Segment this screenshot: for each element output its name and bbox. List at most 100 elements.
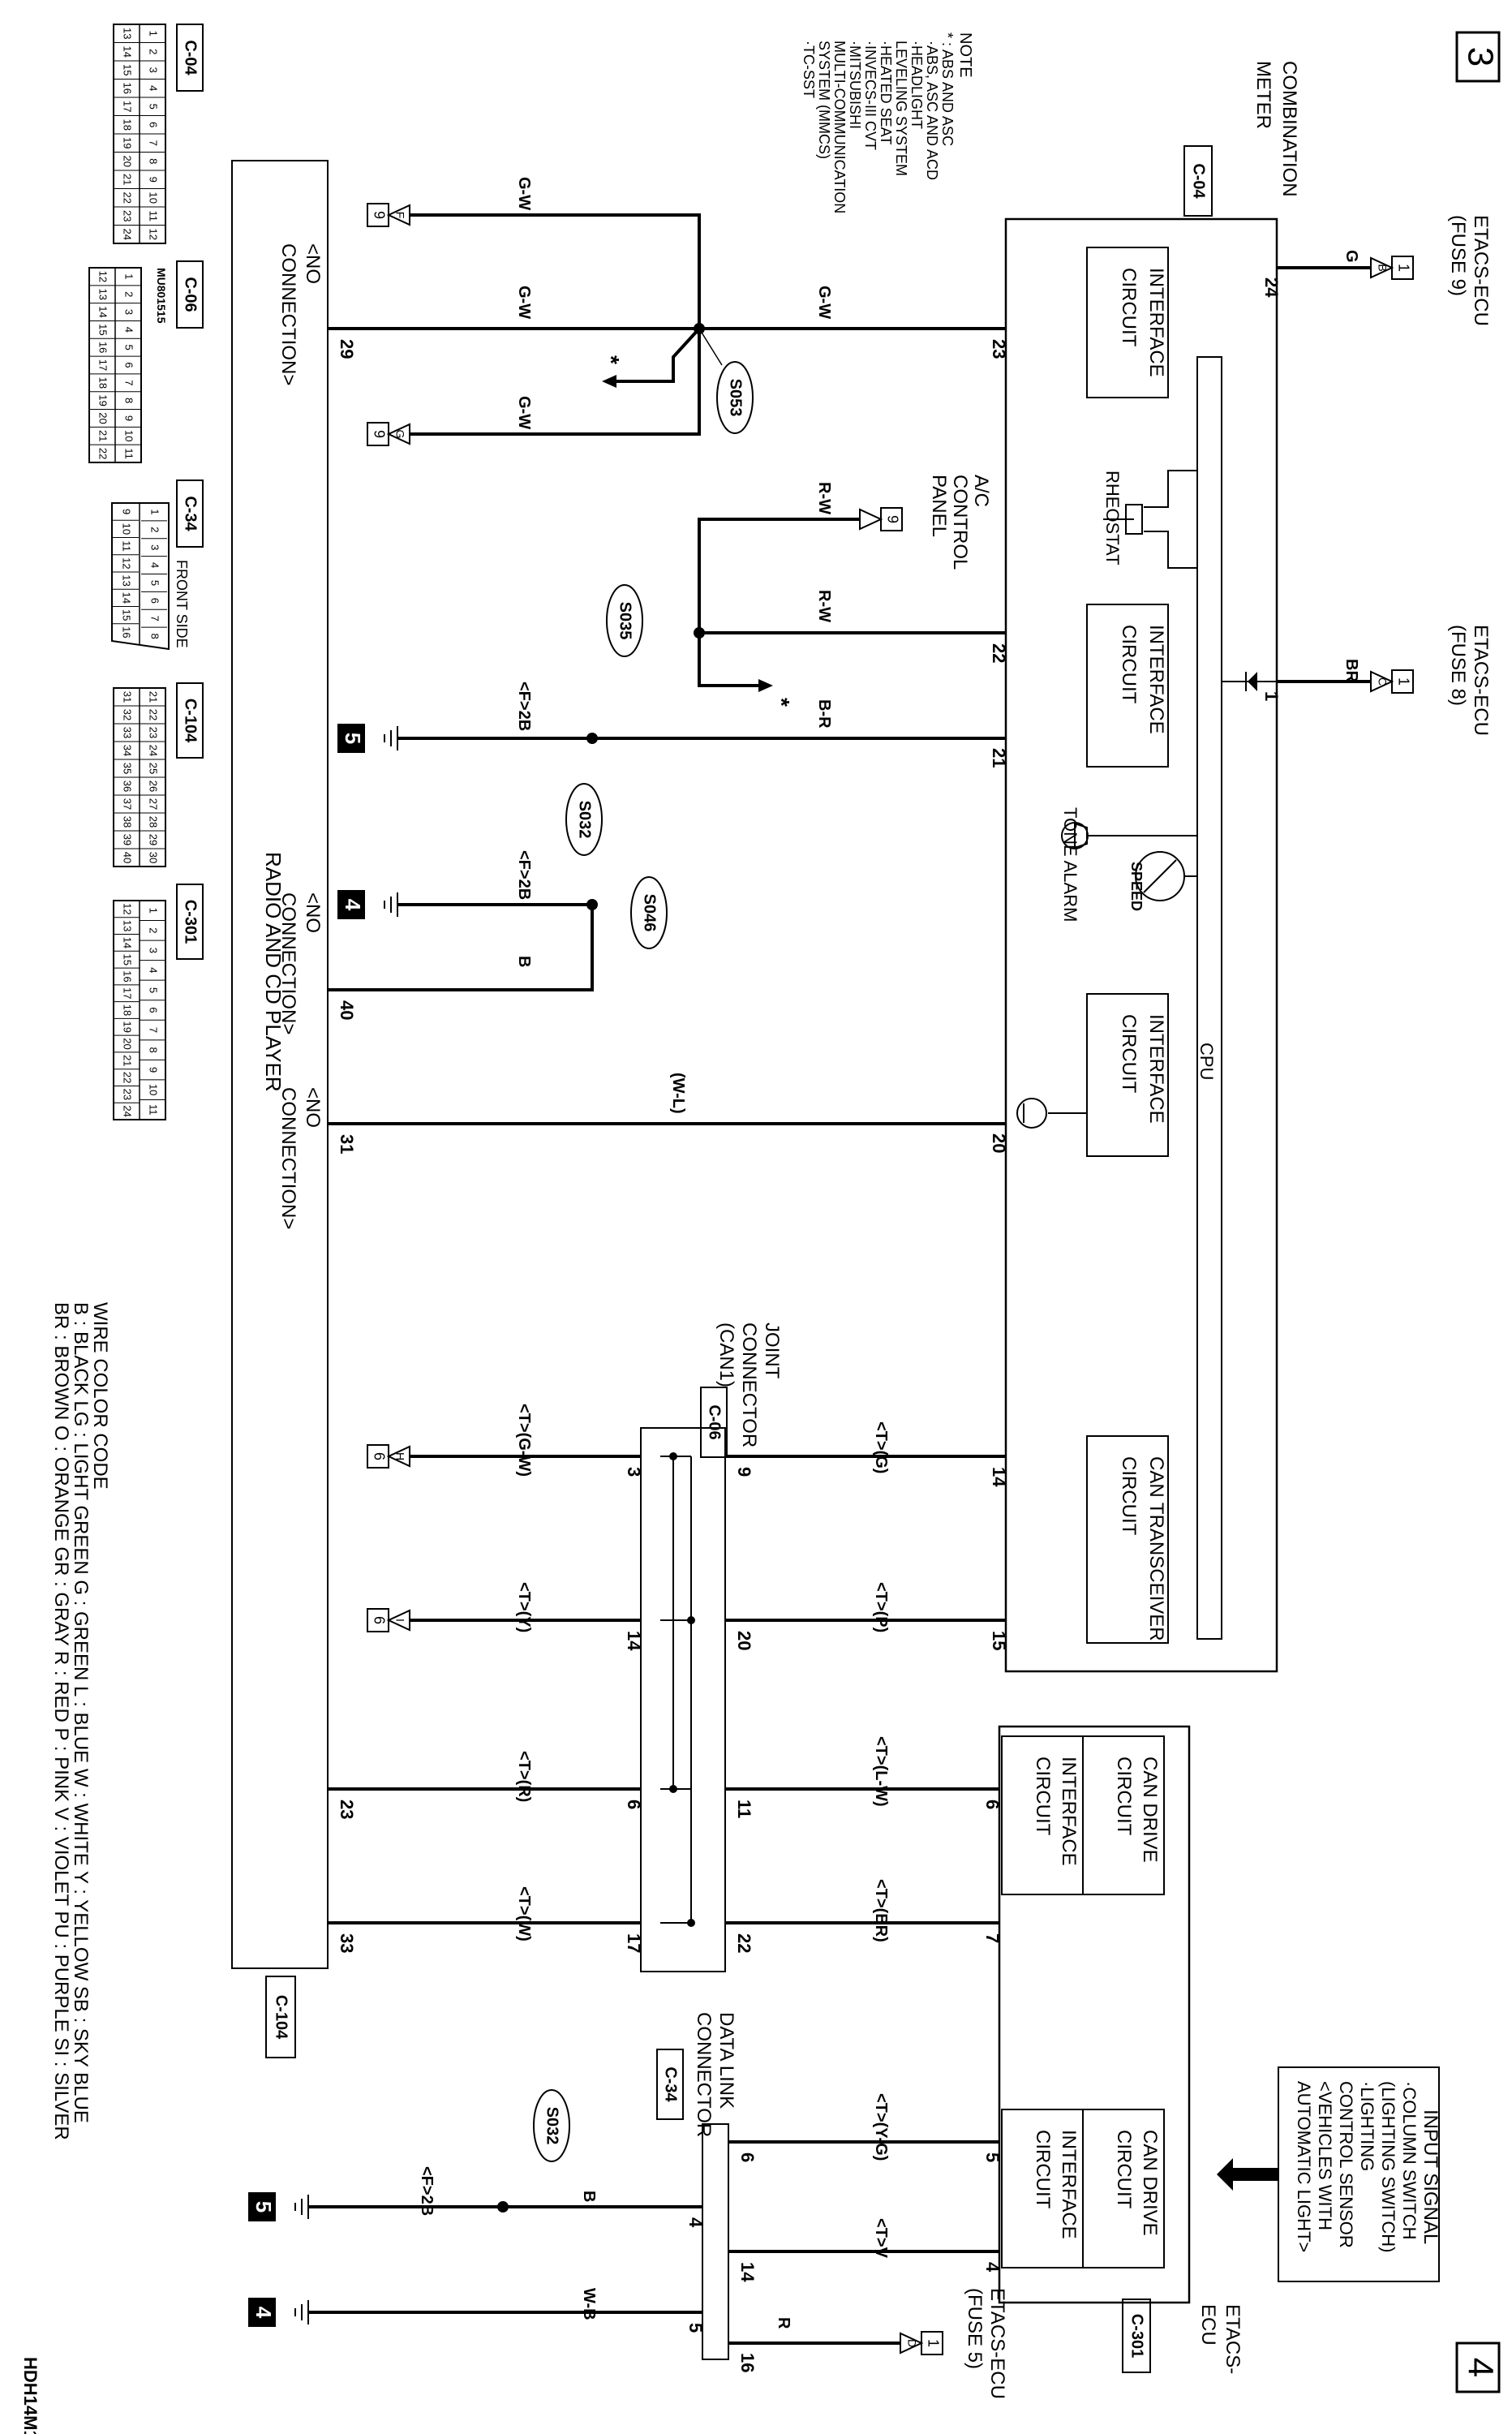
connector-pin: 11 xyxy=(123,448,135,459)
pin-number: 20 xyxy=(734,1631,754,1650)
connector-pin: 38 xyxy=(122,816,134,828)
input-signal-line: CONTROL SENSOR xyxy=(1336,2081,1356,2248)
connector-pin: 27 xyxy=(148,798,160,810)
wire-color: W-B xyxy=(580,2288,598,2320)
connector-pin: 17 xyxy=(122,101,134,112)
off-page-refs: 1 B ETACS-ECU (FUSE 9) 1 C ETACS-ECU (FU… xyxy=(367,203,1492,2399)
connector-pin: 7 xyxy=(148,140,160,146)
ref-number: 9 xyxy=(371,430,387,438)
connector-pin: 21 xyxy=(148,691,160,703)
connector-label: C-04 xyxy=(182,40,200,75)
wire-color: <T>(P) xyxy=(872,1582,890,1632)
can-drive-label: CAN DRIVE xyxy=(1139,1757,1161,1863)
pin-number: 29 xyxy=(337,339,357,359)
connector-pin: 13 xyxy=(122,28,134,39)
interface-circuit-label: INTERFACE xyxy=(1145,625,1167,734)
pin-number: 5 xyxy=(982,2152,1003,2162)
input-signal-line: AUTOMATIC LIGHT> xyxy=(1294,2081,1314,2252)
connector-pin: 12 xyxy=(122,903,134,914)
connector-pin: 40 xyxy=(122,852,134,863)
connector-pin: 4 xyxy=(148,85,160,91)
wire-color: <T>(Y) xyxy=(515,1582,533,1632)
pin-number: 6 xyxy=(624,1800,644,1809)
connector-pin: 15 xyxy=(122,64,134,75)
connector-pin: 9 xyxy=(121,509,133,514)
connector-pin: 28 xyxy=(148,816,160,828)
no-connection-label: CONNECTION> xyxy=(277,243,299,385)
meter-title: COMBINATION xyxy=(1278,61,1300,197)
connector-pin: 23 xyxy=(122,210,134,221)
note-item: ·HEADLIGHT xyxy=(908,41,925,129)
wire-color: G-W xyxy=(515,286,533,319)
wire-color: R-W xyxy=(815,590,833,622)
wire-color: G-W xyxy=(515,177,533,210)
connector-pin: 6 xyxy=(148,1007,160,1013)
connector-pin: 19 xyxy=(122,1021,134,1033)
connector-pin: 5 xyxy=(148,987,160,993)
ref-number: 6 xyxy=(371,1452,387,1460)
no-connection-label: <NO xyxy=(302,892,324,933)
connector-pin: 8 xyxy=(123,398,135,403)
rheostat-symbol: RHEOSTAT xyxy=(1102,470,1197,569)
tone-alarm-label: TONE ALARM xyxy=(1060,807,1080,922)
ground-reference-boxes: 5 4 5 4 xyxy=(248,724,365,2327)
wire-labels: G BR G-W G-W G-W G-W R-W R-W B-R <F>2B <… xyxy=(418,177,1360,2329)
pin-number: 22 xyxy=(989,643,1009,663)
pin-number: 4 xyxy=(982,2262,1003,2273)
connector-pin: 5 xyxy=(123,345,135,350)
interface-circuit-label: CIRCUIT xyxy=(1118,625,1140,704)
input-arrow xyxy=(1217,2158,1278,2191)
connector-pin: 6 xyxy=(123,362,135,368)
connector-pin: 4 xyxy=(123,327,135,333)
connector-label: C-34 xyxy=(182,496,200,531)
pin-number: 14 xyxy=(624,1631,644,1651)
connector-pin: 18 xyxy=(97,377,110,389)
connector-label: C-04 xyxy=(1190,163,1208,199)
etacs-label: ETACS-ECU xyxy=(986,2288,1008,2399)
radio-title: RADIO AND CD PLAYER xyxy=(261,852,286,1092)
input-signal-line: (LIGHTING SWITCH) xyxy=(1378,2081,1398,2252)
ground-ref-5: 5 xyxy=(341,733,365,744)
joint-connector-label: CONNECTOR xyxy=(738,1322,760,1447)
connector-pin: 4 xyxy=(148,967,160,973)
connector-pin: 24 xyxy=(148,745,160,756)
can-drive-label: CIRCUIT xyxy=(1113,1757,1135,1836)
interface-circuit-label: INTERFACE xyxy=(1058,2130,1080,2239)
pin-number: 16 xyxy=(737,2353,758,2372)
connector-pin: 36 xyxy=(122,781,134,792)
splice-s032: S032 xyxy=(576,801,594,839)
splice-s035: S035 xyxy=(616,602,634,640)
connector-pin: 3 xyxy=(148,948,160,953)
pin-number: 3 xyxy=(624,1467,644,1477)
page-number-top: 3 xyxy=(1455,31,1501,83)
wire-color: <T>(G) xyxy=(872,1421,890,1473)
note-block: NOTE * : ABS AND ASC·ABS, ASC AND ACD·HE… xyxy=(801,32,974,213)
legend-row: B : BLACK LG : LIGHT GREEN G : GREEN L :… xyxy=(70,1302,92,2123)
pin-number: 1 xyxy=(1261,691,1282,701)
ref-number: 1 xyxy=(1395,264,1411,272)
connector-pin: 23 xyxy=(148,727,160,738)
wire-color: (W-L) xyxy=(669,1073,687,1114)
connector-pin: 2 xyxy=(123,291,135,297)
input-signal-line: ·COLUMN SWITCH xyxy=(1399,2081,1420,2240)
ref-letter: B xyxy=(1376,264,1389,271)
pin-number: 22 xyxy=(734,1933,754,1953)
ref-number: 1 xyxy=(925,2339,941,2347)
wire-color: R xyxy=(775,2317,793,2329)
wire-color: <F>2B xyxy=(515,850,533,900)
etacs-ecu: ETACS- ECU C-301 CAN DRIVE CIRCUIT INTER… xyxy=(998,1725,1244,2374)
wire-color: G xyxy=(1342,250,1360,263)
can-transceiver-label: CAN TRANSCEIVER xyxy=(1145,1456,1167,1641)
ac-panel-label: CONTROL xyxy=(949,475,971,570)
wire-color: B xyxy=(580,2191,598,2202)
connector-pin: 39 xyxy=(122,834,134,845)
connector-pin: 23 xyxy=(122,1089,134,1100)
interface-circuit-label: INTERFACE xyxy=(1145,268,1167,377)
connector-pin: 16 xyxy=(97,342,110,353)
pin-number: 31 xyxy=(337,1134,357,1154)
connector-pin: 10 xyxy=(121,523,133,535)
connector-pin: 1 xyxy=(148,908,160,914)
ground-ref-4: 4 xyxy=(341,899,365,911)
input-signal-line: <VEHICLES WITH xyxy=(1315,2081,1335,2230)
